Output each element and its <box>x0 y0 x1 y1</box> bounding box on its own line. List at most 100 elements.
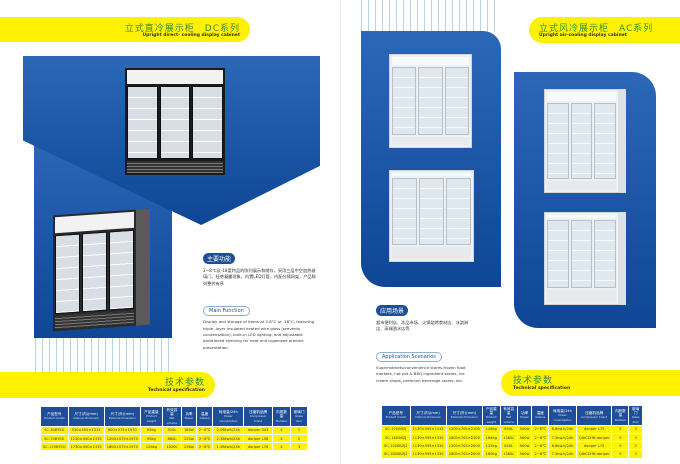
table-cell: 65kg <box>140 426 162 434</box>
column-header-en: Product weight <box>485 415 497 424</box>
table-cell: 560w <box>517 434 532 442</box>
table-cell: 180kg <box>482 450 500 458</box>
column-header-cn: 玻璃门 <box>293 410 305 415</box>
column-header-cn: 压缩机品牌 <box>249 410 268 415</box>
table-cell: 5 <box>612 442 629 450</box>
scenarios-tag: 应用场景 <box>376 305 409 316</box>
column-header-cn: 有效容量 <box>166 408 178 417</box>
table-cell: 220w <box>182 435 196 443</box>
column-header-en: Power <box>520 415 529 420</box>
table-cell: 1020L <box>162 443 181 451</box>
column-header-cn: 尺寸(内)(mm) <box>74 412 98 417</box>
table-cell: 1130×595×1535 <box>410 434 446 442</box>
table-cell: 850L <box>500 442 517 450</box>
dc-spec-title-en: Technical specification <box>147 388 205 393</box>
column-header-en: Number <box>275 418 288 423</box>
column-header-en: Product model <box>44 416 65 421</box>
ac-fridge-image-1 <box>389 54 472 148</box>
table-cell: donper L58 <box>244 435 272 443</box>
table-cell: 850L <box>500 425 517 433</box>
table-cell: 680L <box>162 435 181 443</box>
table-cell: 1130×595×1535 <box>410 450 446 458</box>
table-cell: 3 <box>629 434 642 442</box>
table-cell: 530×450×1315 <box>68 426 104 434</box>
table-cell: SC-1200BZJ2 <box>382 442 410 450</box>
column-header-en: Internal dimension <box>73 416 100 421</box>
column-header-cn: 耗电量/24h <box>553 409 572 414</box>
ac-series-header: 立式风冷展示柜 AC系列 Upright air-cooling display… <box>529 17 680 43</box>
ac-spec-header: 技术参数 Technical specification <box>501 370 680 396</box>
column-header-cn: 压缩机品牌 <box>585 411 604 416</box>
main-function-tag: Main Function <box>203 306 250 317</box>
table-cell: 6.8kw.h/24h <box>549 442 576 450</box>
table-cell: 5 <box>612 450 629 458</box>
ac-fridge-image-4 <box>544 212 626 305</box>
column-header-en: Glass door <box>631 415 640 424</box>
table-cell: 95kg <box>140 435 162 443</box>
table-cell: 500w <box>517 442 532 450</box>
table-cell: 3 <box>291 443 307 451</box>
table-cell: SC-1200BZJ <box>382 425 410 433</box>
table-cell: QIACCHN donper <box>576 450 612 458</box>
table-cell: donper L76 <box>244 443 272 451</box>
table-cell: 2~8℃ <box>196 443 213 451</box>
table-cell: 1200×705×2000 <box>446 442 482 450</box>
table-cell: 1360L <box>500 450 517 458</box>
table-cell: 1130×450×1315 <box>68 435 104 443</box>
column-header: 尺寸(内)(mm)Internal dimension <box>68 407 104 426</box>
table-cell: 310L <box>162 426 181 434</box>
column-header-en: Glass door <box>295 414 303 423</box>
table-cell: 180w <box>182 426 196 434</box>
table-cell: SC-708YSG <box>41 435 68 443</box>
table-cell: 3 <box>629 450 642 458</box>
column-header-cn: 温度 <box>201 412 209 417</box>
table-cell: 1.98kwh/24h <box>213 443 244 451</box>
table-cell: donper S43 <box>244 426 272 434</box>
dc-fridge-image-front <box>125 68 225 175</box>
table-cell: 236w <box>182 443 196 451</box>
column-header-en: Product model <box>385 415 406 420</box>
column-header-cn: 功率 <box>185 412 193 417</box>
table-cell: 1130×595×1535 <box>410 442 446 450</box>
table-cell: 1200×575×1970 <box>104 435 140 443</box>
table-cell: 128kg <box>482 425 500 433</box>
table-cell: 1130×595×1535 <box>410 425 446 433</box>
ac-title-en: Upright air-cooling display cabinet <box>539 33 627 38</box>
table-cell: 1800×575×1970 <box>104 443 140 451</box>
column-header-en: Compressor brand <box>249 414 267 423</box>
table-cell: 560w <box>517 450 532 458</box>
table-cell: 2~8℃ <box>532 434 549 442</box>
table-cell: 1730×450×1315 <box>68 443 104 451</box>
column-header-cn: 尺寸(内)(mm) <box>416 411 440 416</box>
ac-fridge-image-3 <box>544 89 626 193</box>
column-header-cn: 玻璃门 <box>632 407 640 416</box>
table-cell: 2.06kwh/24h <box>213 426 244 434</box>
table-cell: 126kg <box>140 443 162 451</box>
table-cell: 184kg <box>482 434 500 442</box>
column-header-en: Power consumption <box>553 413 572 422</box>
column-header-en: Power consumption <box>219 414 238 423</box>
table-cell: 1360L <box>500 434 517 442</box>
column-header-en: External dimension <box>450 415 478 420</box>
